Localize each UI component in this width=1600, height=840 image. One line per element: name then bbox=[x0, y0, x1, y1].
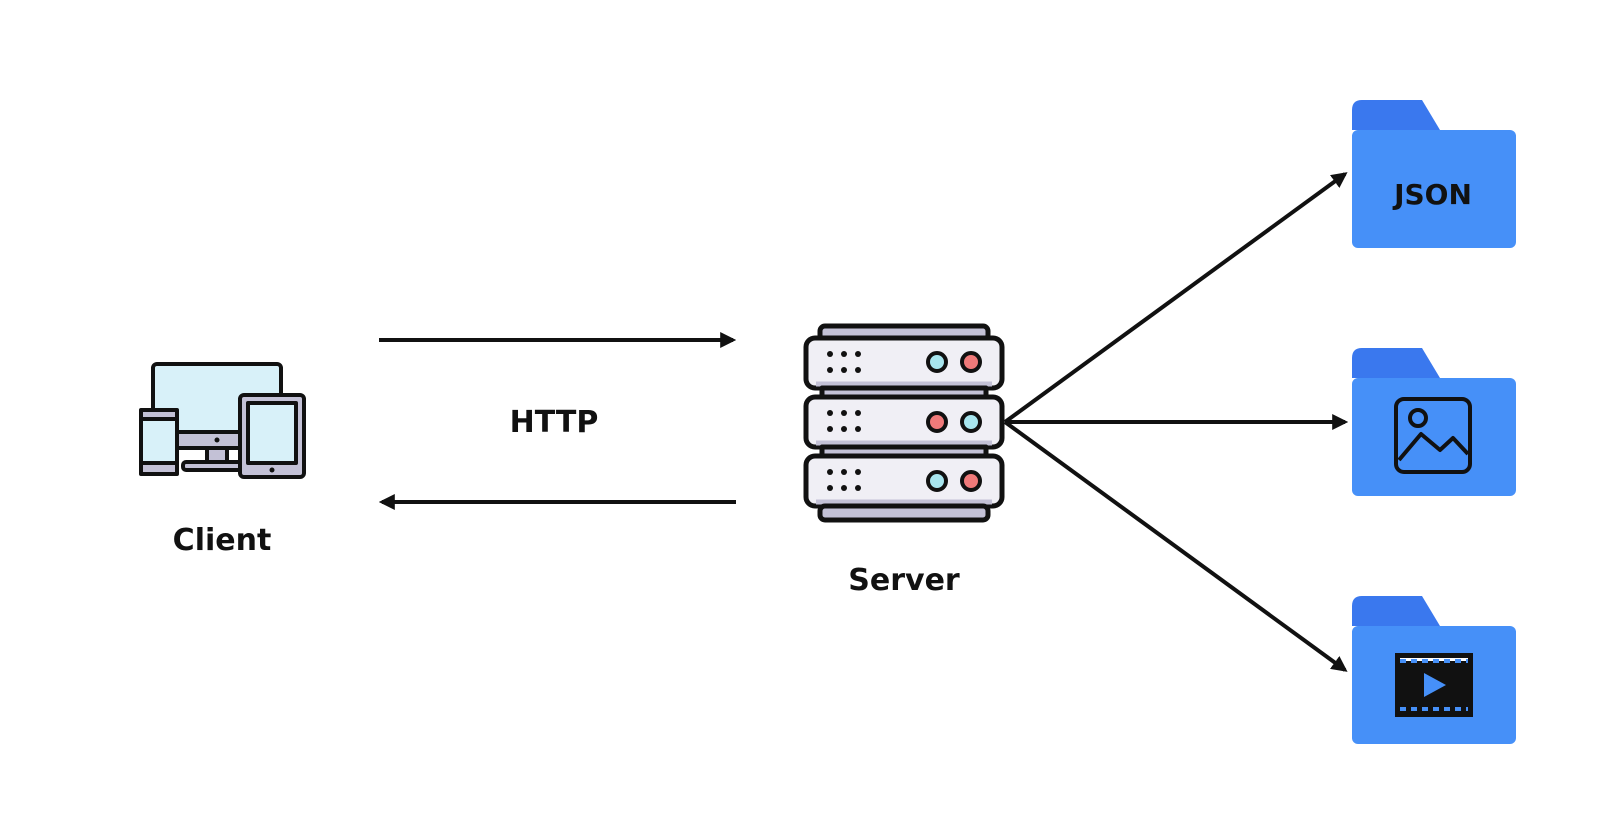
server-icon bbox=[803, 323, 1005, 523]
client-devices-icon bbox=[139, 362, 306, 479]
video-folder-icon bbox=[1352, 596, 1516, 744]
server-label: Server bbox=[848, 563, 960, 598]
json-folder-icon bbox=[1352, 100, 1516, 248]
video-icon bbox=[1395, 653, 1473, 717]
client-label: Client bbox=[173, 523, 272, 558]
image-icon bbox=[1394, 397, 1472, 474]
arrow-to-video-folder bbox=[1003, 420, 1348, 672]
json-folder-label: JSON bbox=[1392, 178, 1472, 211]
arrow-to-json-folder bbox=[1003, 172, 1348, 424]
protocol-label: HTTP bbox=[510, 405, 599, 440]
image-folder-icon bbox=[1352, 348, 1516, 496]
